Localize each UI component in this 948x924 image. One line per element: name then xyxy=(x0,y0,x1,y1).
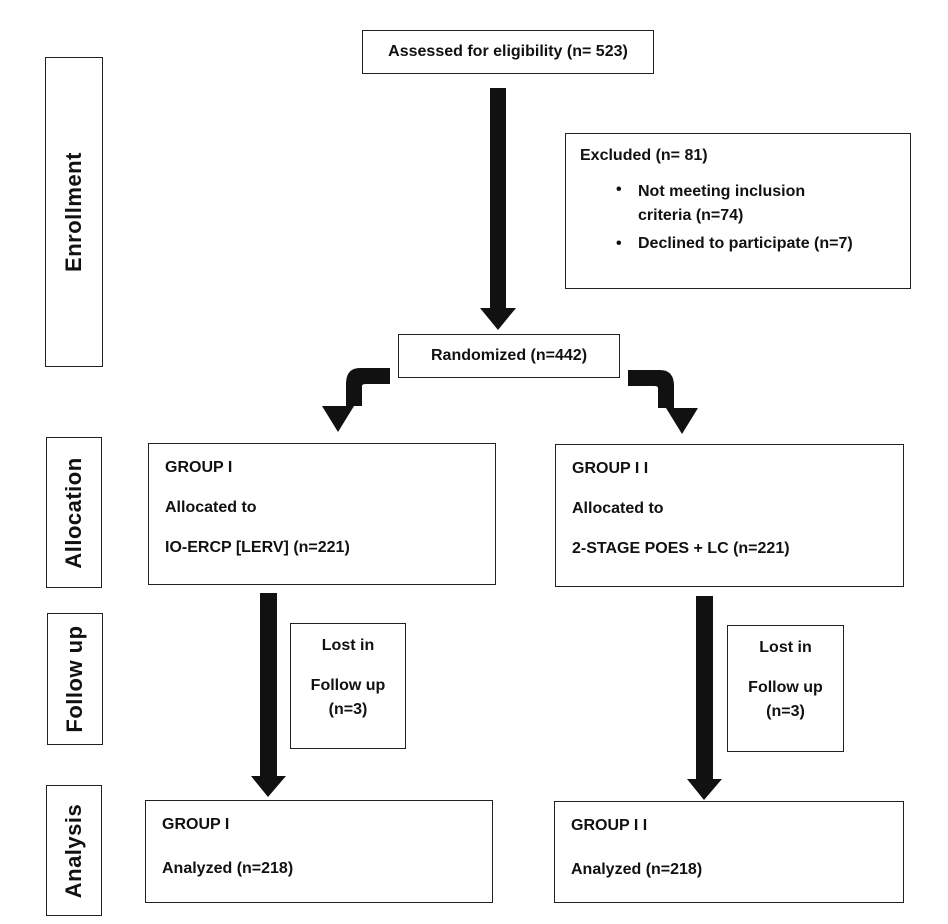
group1-title: GROUP I xyxy=(165,459,233,476)
stage-analysis-label: Analysis xyxy=(61,803,86,898)
arrow-down-group1 xyxy=(251,593,286,797)
stage-follow-up-label: Follow up xyxy=(62,625,87,733)
group2-allocated: Allocated to xyxy=(572,500,664,517)
curved-arrow-left xyxy=(322,348,390,432)
excluded-reason: Not meeting inclusion criteria (n=74) xyxy=(638,183,806,224)
group2-title: GROUP I I xyxy=(572,460,649,477)
group2-lost-line1: Lost in xyxy=(759,639,812,656)
group1-analysis-box: GROUP I Analyzed (n=218) xyxy=(145,800,493,903)
randomized-label: Randomized (n=442) xyxy=(430,347,588,364)
group1-lost-line2: Follow up xyxy=(310,677,386,694)
excluded-title: Excluded (n= 81) xyxy=(580,147,708,164)
list-item: • Declined to participate (n=7) xyxy=(580,234,896,254)
excluded-reasons-list: • Not meeting inclusion criteria (n=74) … xyxy=(580,180,896,254)
bullet-icon: • xyxy=(616,181,622,198)
group1-lost-line1: Lost in xyxy=(321,637,375,654)
group2-lost-count: (n=3) xyxy=(766,703,805,720)
group1-allocated: Allocated to xyxy=(165,499,257,516)
group1-lost-count: (n=3) xyxy=(328,701,368,718)
stage-follow-up: Follow up xyxy=(47,613,103,745)
group2-lost-line2: Follow up xyxy=(748,679,823,696)
bullet-icon: • xyxy=(616,235,622,252)
excluded-box: Excluded (n= 81) • Not meeting inclusion… xyxy=(565,133,911,289)
stage-allocation: Allocation xyxy=(46,437,102,588)
randomized-box: Randomized (n=442) xyxy=(398,334,620,378)
group1-analyzed: Analyzed (n=218) xyxy=(162,860,294,877)
group1-lost-box: Lost in Follow up (n=3) xyxy=(290,623,406,749)
group2-treatment: 2-STAGE POES + LC (n=221) xyxy=(572,540,790,557)
stage-enrollment-label: Enrollment xyxy=(61,152,86,272)
stage-analysis: Analysis xyxy=(46,785,102,916)
assessed-label: Assessed for eligibility (n= 523) xyxy=(388,43,628,60)
group1-allocation-box: GROUP I Allocated to IO-ERCP [LERV] (n=2… xyxy=(148,443,496,585)
stage-allocation-label: Allocation xyxy=(61,456,86,569)
group2-lost-box: Lost in Follow up (n=3) xyxy=(727,625,844,752)
assessed-box: Assessed for eligibility (n= 523) xyxy=(362,30,654,74)
group2-analysis-title: GROUP I I xyxy=(571,817,648,834)
group2-analysis-box: GROUP I I Analyzed (n=218) xyxy=(554,801,904,903)
list-item: • Not meeting inclusion criteria (n=74) xyxy=(580,180,896,228)
group1-analysis-title: GROUP I xyxy=(162,816,230,833)
arrow-down-main xyxy=(480,88,516,330)
stage-enrollment: Enrollment xyxy=(45,57,103,367)
group2-allocation-box: GROUP I I Allocated to 2-STAGE POES + LC… xyxy=(555,444,904,587)
group1-treatment: IO-ERCP [LERV] (n=221) xyxy=(165,539,350,556)
excluded-reason: Declined to participate (n=7) xyxy=(638,235,853,252)
curved-arrow-right xyxy=(628,350,698,434)
group2-analyzed: Analyzed (n=218) xyxy=(571,861,703,878)
arrow-down-group2 xyxy=(687,596,722,800)
